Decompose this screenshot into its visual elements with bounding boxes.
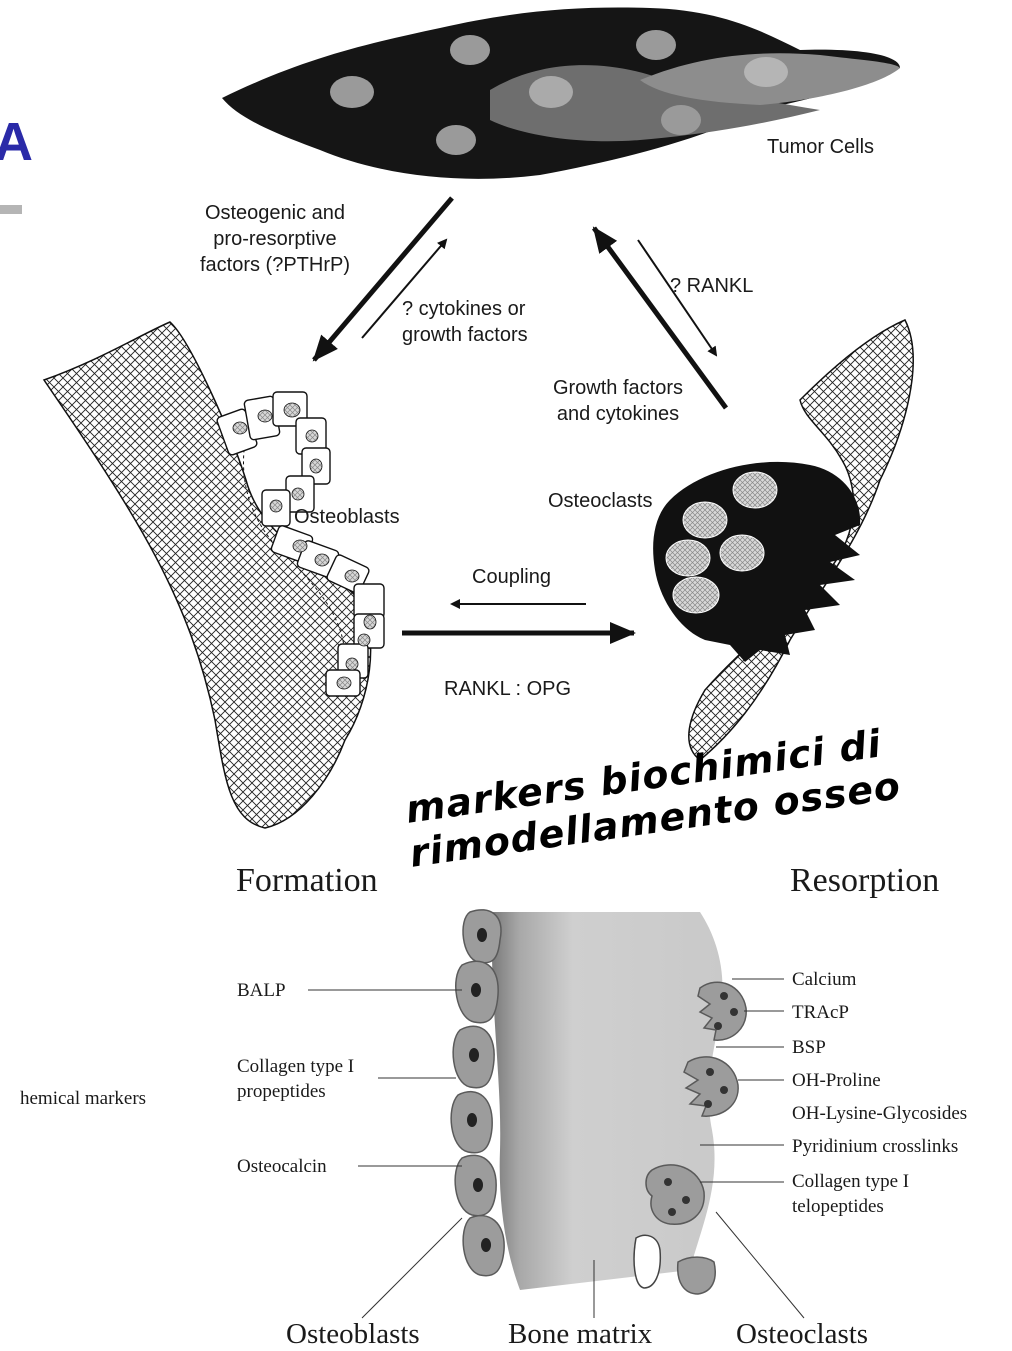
bottom-label-osteoclasts: Osteoclasts [736,1318,868,1351]
bottom-label-osteoblasts: Osteoblasts [286,1318,420,1351]
bottom-label-bone-matrix: Bone matrix [508,1318,652,1351]
label-tumor-cells: Tumor Cells [767,134,874,160]
label-osteoclasts: Osteoclasts [548,488,652,514]
marker-balp: BALP [237,978,286,1003]
slide-title-fragment: A [0,112,33,172]
label-growth-factors: Growth factors and cytokines [536,375,700,427]
bone-matrix [492,912,723,1290]
marker-collagen-telopeptides: Collagen type I telopeptides [792,1169,909,1219]
marker-calcium: Calcium [792,967,856,992]
marker-oh-lysine-glycosides: OH-Lysine-Glycosides [792,1101,967,1126]
marker-osteocalcin: Osteocalcin [237,1154,327,1179]
label-rankl: ? RANKL [670,273,753,299]
osteoclast-cell [653,462,860,662]
slide-bar [0,205,22,214]
marker-pyridinium-crosslinks: Pyridinium crosslinks [792,1134,958,1159]
left-margin-text: hemical markers [20,1086,146,1111]
label-coupling: Coupling [472,564,551,590]
label-osteoblasts: Osteoblasts [294,504,400,530]
marker-tracp: TRAcP [792,1000,849,1025]
heading-formation: Formation [236,862,378,900]
heading-resorption: Resorption [790,862,939,900]
marker-oh-proline: OH-Proline [792,1068,881,1093]
marker-bsp: BSP [792,1035,826,1060]
label-rankl-opg: RANKL : OPG [444,676,571,702]
label-cytokines: ? cytokines or growth factors [402,296,528,348]
marker-collagen-propeptides: Collagen type I propeptides [237,1054,354,1104]
label-osteogenic-factors: Osteogenic and pro-resorptive factors (?… [180,200,370,278]
